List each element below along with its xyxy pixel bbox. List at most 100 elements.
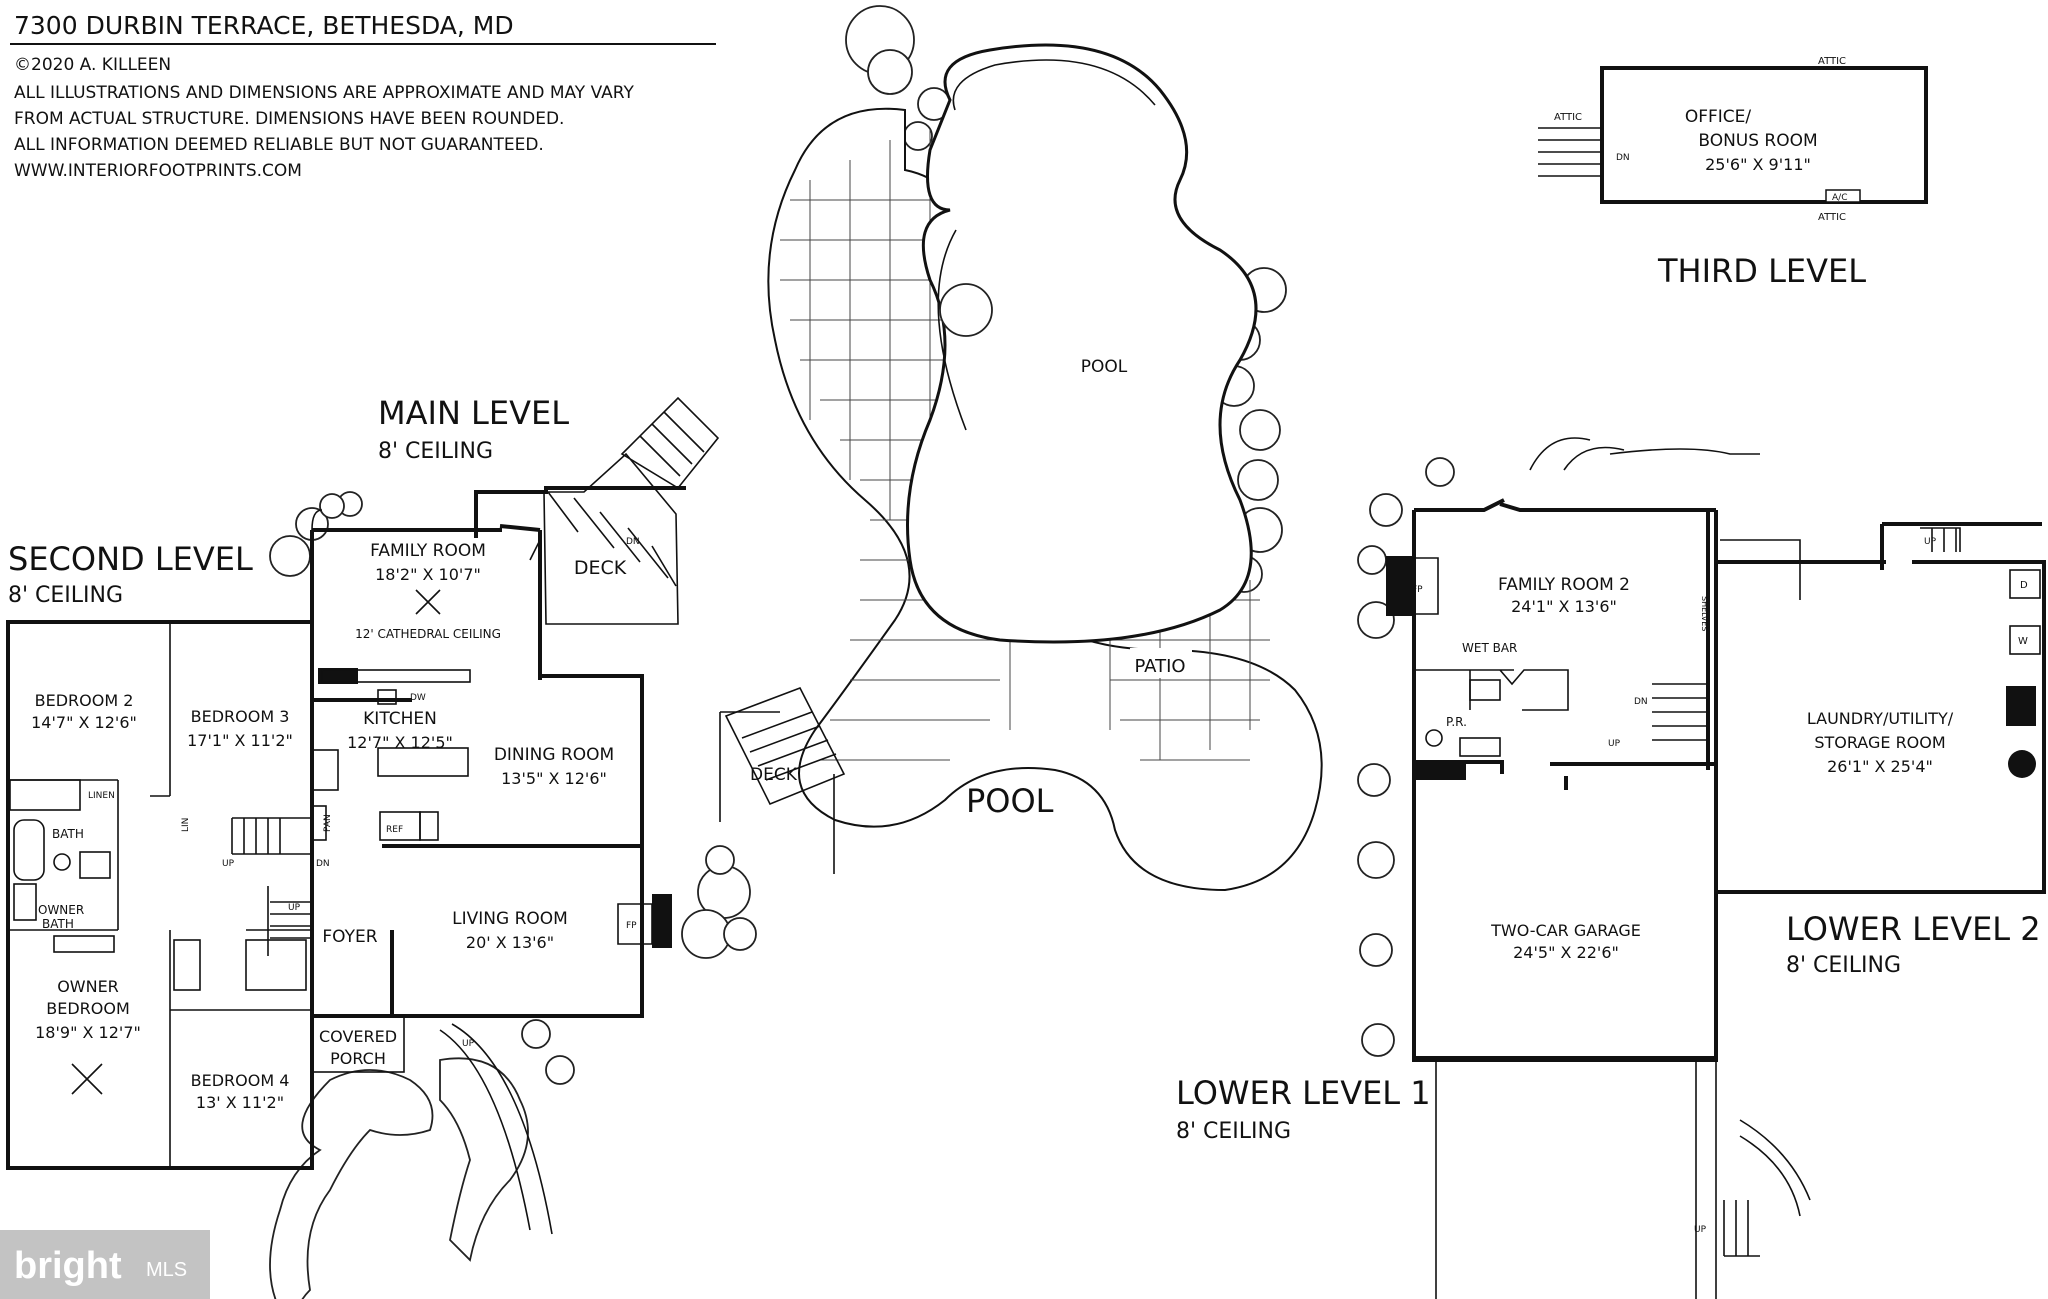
living-room-name: LIVING ROOM bbox=[452, 909, 568, 929]
pool-area: POOL PATIO DECK bbox=[719, 43, 1323, 892]
living-room-dims: 20' X 13'6" bbox=[466, 933, 554, 952]
dw-label: DW bbox=[410, 693, 426, 703]
ceiling-fan-icon bbox=[415, 589, 441, 615]
family-room-name: FAMILY ROOM bbox=[370, 541, 486, 561]
bright-mls-watermark: bright MLS bbox=[0, 1230, 210, 1299]
office-name-2: BONUS ROOM bbox=[1698, 131, 1817, 151]
pool-deck-label: DECK bbox=[750, 765, 798, 785]
lower2-up-label: UP bbox=[1924, 537, 1937, 547]
disclaimer-line-2: FROM ACTUAL STRUCTURE. DIMENSIONS HAVE B… bbox=[14, 109, 564, 129]
bedroom2-name: BEDROOM 2 bbox=[35, 691, 134, 710]
family-room-note: 12' CATHEDRAL CEILING bbox=[355, 627, 501, 641]
main-deck-label: DECK bbox=[574, 557, 627, 579]
kitchen-name: KITCHEN bbox=[363, 709, 437, 729]
laundry-dims: 26'1" X 25'4" bbox=[1827, 757, 1933, 776]
family-room2-name: FAMILY ROOM 2 bbox=[1498, 575, 1630, 595]
pool-section-title: POOL bbox=[966, 782, 1054, 820]
laundry-name-1: LAUNDRY/UTILITY/ bbox=[1807, 709, 1954, 728]
porch-name-1: COVERED bbox=[319, 1027, 397, 1046]
garage-dims: 24'5" X 22'6" bbox=[1513, 943, 1619, 962]
porch-up-label: UP bbox=[462, 1039, 475, 1049]
bedroom4-dims: 13' X 11'2" bbox=[196, 1093, 284, 1112]
bedroom2-dims: 14'7" X 12'6" bbox=[31, 713, 137, 732]
owner-bedroom-dims: 18'9" X 12'7" bbox=[35, 1023, 141, 1042]
address-title: 7300 DURBIN TERRACE, BETHESDA, MD bbox=[14, 11, 514, 40]
porch-name-2: PORCH bbox=[330, 1049, 386, 1068]
lower1-dn-label: DN bbox=[1634, 697, 1648, 707]
patio-label: PATIO bbox=[1134, 656, 1185, 677]
watermark-suffix: MLS bbox=[146, 1259, 187, 1281]
water-heater-icon bbox=[2008, 750, 2036, 778]
foyer-label: FOYER bbox=[322, 927, 377, 947]
office-dims: 25'6" X 9'11" bbox=[1705, 155, 1811, 174]
family-room2-dims: 24'1" X 13'6" bbox=[1511, 597, 1617, 616]
second-level-title: SECOND LEVEL bbox=[8, 540, 253, 578]
foyer-up-label: UP bbox=[288, 903, 301, 913]
bedroom3-name: BEDROOM 3 bbox=[191, 707, 290, 726]
attic-label-top: ATTIC bbox=[1818, 56, 1846, 67]
deck-dn-label: DN bbox=[626, 537, 640, 547]
kitchen-dims: 12'7" X 12'5" bbox=[347, 733, 453, 752]
lower1-up-label-2: UP bbox=[1694, 1225, 1707, 1235]
lower-level-2-ceiling: 8' CEILING bbox=[1786, 953, 1901, 978]
lower-level-2-plan: UP LAUNDRY/UTILITY/ STORAGE ROOM 26'1" X… bbox=[1714, 522, 2046, 894]
laundry-name-2: STORAGE ROOM bbox=[1814, 733, 1945, 752]
washer-label: W bbox=[2018, 636, 2028, 647]
linen-label: LINEN bbox=[88, 791, 115, 801]
garage-name: TWO-CAR GARAGE bbox=[1490, 921, 1641, 940]
bath-label: BATH bbox=[52, 827, 84, 841]
bedroom3-dims: 17'1" X 11'2" bbox=[187, 731, 293, 750]
bedroom4-name: BEDROOM 4 bbox=[191, 1071, 290, 1090]
third-level-plan: A/C ATTIC ATTIC ATTIC DN OFFICE/ BONUS R… bbox=[1538, 56, 1928, 223]
main-level-ceiling: 8' CEILING bbox=[378, 439, 493, 464]
website-link[interactable]: WWW.INTERIORFOOTPRINTS.COM bbox=[14, 161, 302, 181]
ref-label: REF bbox=[386, 825, 403, 835]
stair-up-label: UP bbox=[222, 859, 235, 869]
dryer-label: D bbox=[2020, 580, 2028, 591]
lower1-up-label: UP bbox=[1608, 739, 1621, 749]
wet-bar-label: WET BAR bbox=[1462, 641, 1517, 655]
pantry-label: PAN bbox=[323, 814, 333, 832]
shelves-label: SHELVES bbox=[1700, 596, 1709, 631]
chimney-block bbox=[318, 668, 358, 684]
second-level-plan: LINEN LIN BATH OWNER BATH BEDROOM 2 14'7… bbox=[6, 620, 314, 1170]
fireplace-block bbox=[652, 894, 672, 948]
third-level-title: THIRD LEVEL bbox=[1657, 252, 1866, 290]
main-level-plan: DN FAMILY ROOM 18'2" X 10'7" 12' CATHEDR… bbox=[222, 396, 720, 1235]
pool-water bbox=[906, 43, 1258, 644]
stair-dn-label: DN bbox=[316, 859, 330, 869]
disclaimer-line-1: ALL ILLUSTRATIONS AND DIMENSIONS ARE APP… bbox=[14, 83, 634, 103]
owner-bath-name-2: BATH bbox=[42, 917, 74, 931]
utility-block bbox=[2006, 686, 2036, 726]
lower-level-1-ceiling: 8' CEILING bbox=[1176, 1119, 1291, 1144]
header-block: 7300 DURBIN TERRACE, BETHESDA, MD ©2020 … bbox=[10, 11, 716, 181]
dining-room-name: DINING ROOM bbox=[494, 745, 614, 765]
living-fp-label: FP bbox=[626, 921, 637, 931]
attic-label-bottom: ATTIC bbox=[1818, 212, 1846, 223]
main-level-title: MAIN LEVEL bbox=[378, 394, 569, 432]
lower-level-2-title: LOWER LEVEL 2 bbox=[1786, 910, 2041, 948]
owner-bedroom-name-2: BEDROOM bbox=[46, 999, 130, 1018]
office-name-1: OFFICE/ bbox=[1685, 107, 1752, 127]
fireplace-block bbox=[1386, 556, 1412, 616]
pr-label: P.R. bbox=[1446, 715, 1467, 729]
owner-bath-name-1: OWNER bbox=[38, 903, 84, 917]
watermark-brand: bright bbox=[14, 1245, 122, 1287]
owner-bedroom-name-1: OWNER bbox=[57, 977, 119, 996]
disclaimer-line-3: ALL INFORMATION DEEMED RELIABLE BUT NOT … bbox=[14, 135, 544, 155]
attic-label-left: ATTIC bbox=[1554, 112, 1582, 123]
fr2-fp-label: FP bbox=[1412, 585, 1423, 595]
ac-label: A/C bbox=[1832, 193, 1847, 203]
family-room-dims: 18'2" X 10'7" bbox=[375, 565, 481, 584]
lower-level-1-title: LOWER LEVEL 1 bbox=[1176, 1074, 1431, 1112]
copyright-text: ©2020 A. KILLEEN bbox=[14, 55, 171, 75]
lower-level-1-plan: FP FAMILY ROOM 2 24'1" X 13'6" SHELVES W… bbox=[1386, 437, 1811, 1299]
second-level-ceiling: 8' CEILING bbox=[8, 583, 123, 608]
dn-label-third: DN bbox=[1616, 153, 1630, 163]
dining-room-dims: 13'5" X 12'6" bbox=[501, 769, 607, 788]
pool-label: POOL bbox=[1081, 357, 1128, 377]
lin-label: LIN bbox=[181, 818, 191, 832]
ceiling-fan-icon bbox=[71, 1063, 103, 1095]
